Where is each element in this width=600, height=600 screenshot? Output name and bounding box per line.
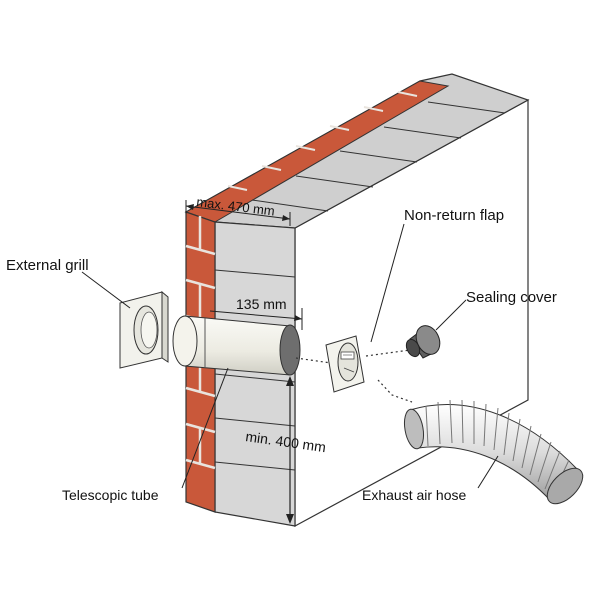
exhaust-air-hose-leader bbox=[477, 455, 499, 489]
sealing-cover bbox=[405, 325, 441, 359]
non-return-flap-leader bbox=[370, 223, 405, 343]
tube-open-end bbox=[279, 324, 301, 376]
wall-top bbox=[184, 73, 530, 229]
min-height-dimension bbox=[286, 376, 294, 524]
telescopic-tube bbox=[172, 315, 301, 376]
external-grill bbox=[119, 290, 169, 369]
telescopic-tube-label: Telescopic tube bbox=[62, 487, 159, 503]
tube-length-dimension bbox=[209, 308, 303, 330]
tube-length-label: 135 mm bbox=[236, 296, 287, 312]
sealing-cover-leader bbox=[435, 299, 467, 331]
exhaust-air-hose-label: Exhaust air hose bbox=[362, 487, 466, 503]
telescopic-tube-leader bbox=[181, 367, 229, 489]
external-grill-leader bbox=[81, 271, 131, 309]
external-grill-label: External grill bbox=[6, 257, 89, 274]
non-return-flap-label: Non-return flap bbox=[404, 207, 504, 224]
max-depth-dimension bbox=[185, 200, 291, 226]
sealing-cover-label: Sealing cover bbox=[466, 289, 557, 306]
non-return-flap bbox=[325, 335, 365, 393]
exhaust-air-hose bbox=[403, 399, 584, 505]
